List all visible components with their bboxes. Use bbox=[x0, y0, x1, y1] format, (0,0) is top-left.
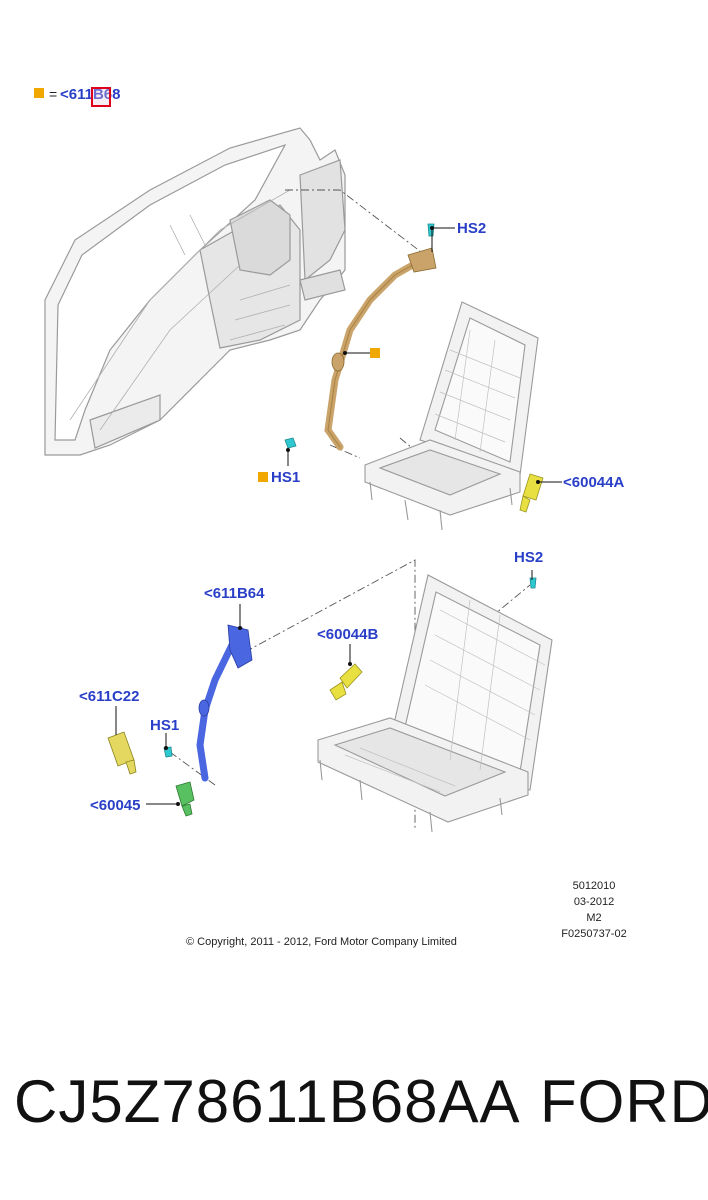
leader-lines bbox=[115, 227, 562, 805]
info-date: 03-2012 bbox=[573, 896, 615, 908]
legend-marker-square bbox=[34, 88, 44, 98]
callout-hs1-bottom[interactable]: HS1 bbox=[150, 717, 180, 734]
lower-seat-grid bbox=[344, 599, 546, 793]
buckle-60045 bbox=[175, 781, 195, 817]
legend-reference-link[interactable]: <611B68 bbox=[60, 86, 121, 103]
upper-seat-frame bbox=[364, 301, 539, 531]
body-panel-details bbox=[69, 189, 291, 431]
diagram-info-block: 5012010 03-2012 M2 F0250737-02 bbox=[548, 878, 640, 942]
callout-hs2-bottom[interactable]: HS2 bbox=[514, 549, 544, 566]
leader-dots bbox=[164, 226, 540, 806]
callout-60044b[interactable]: <60044B bbox=[317, 626, 379, 643]
brand-name: FORD bbox=[540, 1068, 708, 1135]
seat-belt-assembly-611b68 bbox=[324, 247, 437, 451]
belt-highlight-marker bbox=[370, 348, 380, 358]
diagram-drawing bbox=[44, 127, 562, 833]
info-figure-id: F0250737-02 bbox=[561, 928, 627, 940]
hs1-highlight-marker bbox=[258, 472, 268, 482]
callout-hs1-top[interactable]: HS1 bbox=[271, 469, 301, 486]
seat-belt-611b64 bbox=[196, 624, 253, 782]
legend-equals: = bbox=[49, 86, 58, 102]
copyright-text: © Copyright, 2011 - 2012, Ford Motor Com… bbox=[186, 936, 457, 948]
callout-60044a[interactable]: <60044A bbox=[563, 474, 625, 491]
lower-seat-frame bbox=[317, 574, 553, 833]
info-code: 5012010 bbox=[572, 880, 616, 892]
buckle-611c22 bbox=[107, 731, 137, 775]
info-variant: M2 bbox=[586, 912, 602, 924]
callout-611b64[interactable]: <611B64 bbox=[204, 585, 265, 602]
upper-seat-grid bbox=[434, 329, 521, 453]
buckle-60044b bbox=[329, 663, 363, 701]
body-side-panel bbox=[44, 127, 346, 456]
callout-611c22[interactable]: <611C22 bbox=[79, 688, 140, 705]
part-number: CJ5Z78611B68AA bbox=[14, 1068, 521, 1135]
callout-60045[interactable]: <60045 bbox=[90, 797, 141, 814]
selected-part-highlight-box bbox=[91, 87, 111, 107]
buckle-60044a bbox=[519, 473, 544, 513]
callout-hs2-top[interactable]: HS2 bbox=[457, 220, 487, 237]
parts-diagram: = <611B68 HS2 HS1 <60044A HS2 <611B64 <6… bbox=[34, 86, 640, 948]
